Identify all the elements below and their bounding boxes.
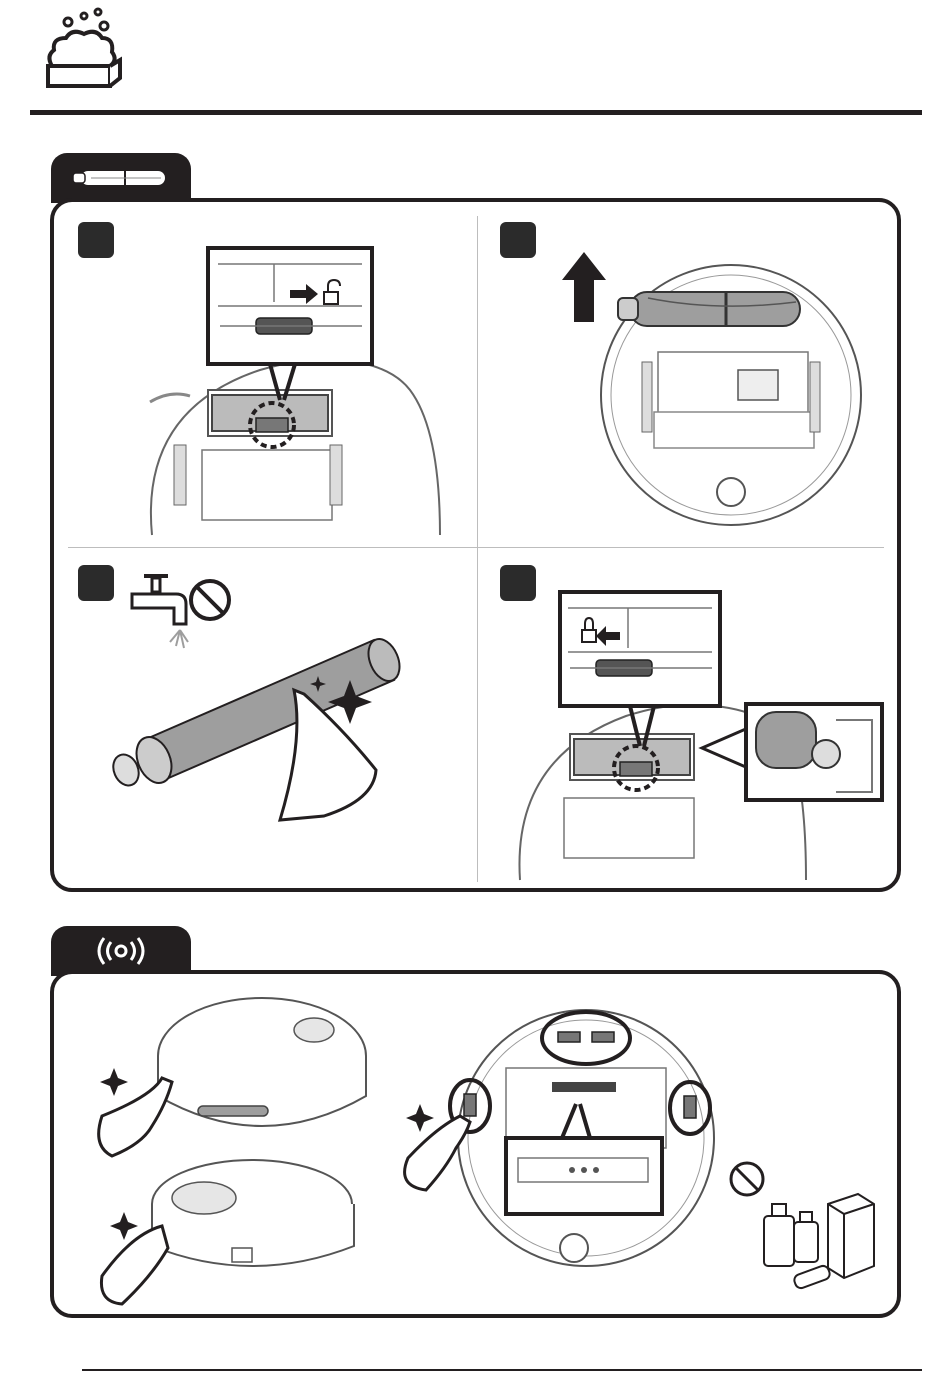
roller-brush-icon [71,166,171,190]
step-3-badge [78,565,114,601]
chemical-bottles-icon [758,1186,878,1296]
panel-divider-vertical [477,216,478,882]
step-4-illustration [516,588,886,880]
cleaning-foam-icon [44,8,124,92]
prohibited-icon [188,578,232,622]
sensor-wipe-side-illustration [92,986,382,1306]
sensor-wipe-underside-illustration [396,1008,726,1308]
step-1-illustration [140,240,460,535]
footer-rule [82,1369,922,1371]
brush-section-tab [51,153,191,203]
step-1-badge [78,222,114,258]
sensor-section-tab [51,926,191,976]
panel-divider-horizontal [68,547,884,548]
sensor-icon [96,936,146,966]
step-2-badge [500,222,536,258]
header-rule [30,110,922,115]
step-3-illustration [104,620,404,830]
step-2-illustration [598,262,868,537]
page-header [0,0,950,120]
